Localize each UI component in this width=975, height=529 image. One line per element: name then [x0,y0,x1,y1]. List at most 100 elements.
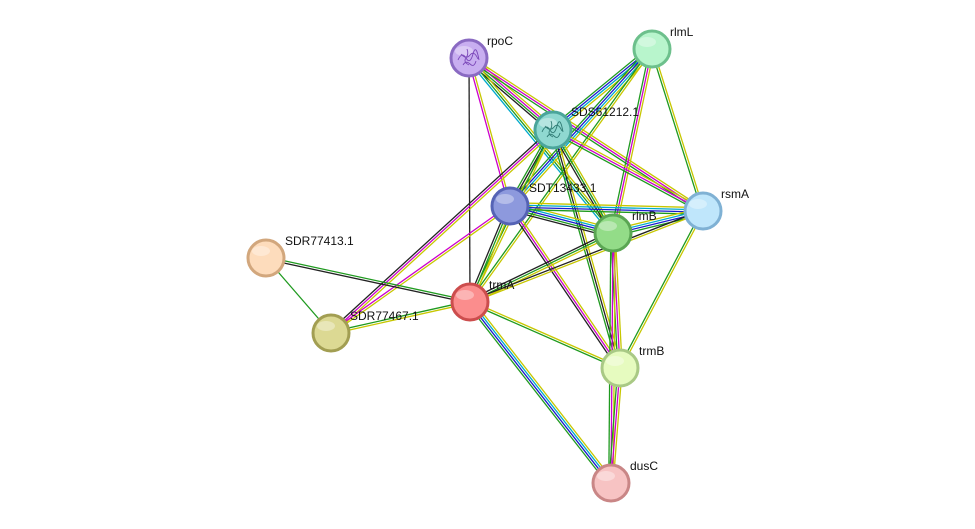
edge-line-neighborhood [618,210,703,368]
node-label: SDS61212.1 [571,105,639,119]
node-rlmB[interactable]: rlmB [593,209,657,253]
edge-line-coexpression [469,209,703,302]
node-SDS61212.1[interactable]: SDS61212.1 [533,105,639,150]
edge-line-coexpression [265,258,470,304]
node-label: rpoC [487,34,513,48]
node-highlight [455,46,473,56]
edge-SDS61212.1-rsmA[interactable] [551,127,705,214]
edge-rlmL-trmA[interactable] [468,47,654,304]
node-circle[interactable] [490,186,530,226]
purple-protein-structure-icon [457,48,480,66]
edge-trmA-dusC[interactable] [466,299,615,486]
edge-SDT13433.1-trmB[interactable] [507,204,623,370]
node-SDR77467.1[interactable]: SDR77467.1 [311,309,419,353]
edge-line-experiments [330,129,554,334]
edge-line-textmining [554,129,623,368]
edge-line-textmining [510,202,704,209]
edge-line-experiments [552,129,704,212]
node-label: SDT13433.1 [529,181,597,195]
node-dusC[interactable]: dusC [591,459,658,503]
node-circle[interactable] [600,348,640,388]
node-circle[interactable] [449,38,489,78]
edge-SDT13433.1-rsmA[interactable] [509,202,704,215]
edge-rlmB-trmA[interactable] [468,230,615,305]
node-label: SDR77467.1 [350,309,419,323]
edge-line-textmining [470,300,621,368]
edge-line-textmining [614,49,655,234]
node-label: trmA [489,278,514,292]
edge-line-databases [510,49,654,208]
node-highlight [689,199,707,209]
node-label: rlmL [670,25,694,39]
node-highlight [606,356,624,366]
edge-line-textmining [554,51,655,134]
edge-line-neighborhood [466,303,609,486]
edge-line-neighborhood [610,48,651,233]
edge-line-neighborhood [509,208,703,215]
edge-rsmA-trmA[interactable] [469,209,704,304]
edge-line-neighborhood [552,129,614,234]
edge-line-experiments [467,58,510,207]
node-highlight [252,246,270,256]
edge-line-neighborhood [551,131,703,214]
edge-line-neighborhood [650,49,703,212]
edge-rpoC-trmA[interactable] [468,57,471,303]
edge-line-databases [510,204,704,211]
edge-line-cooccurrence [509,206,703,213]
edge-line-textmining [331,206,512,335]
node-circle[interactable] [311,313,351,353]
edge-line-experiments [612,232,621,369]
edge-SDS61212.1-SDR77467.1[interactable] [329,127,555,336]
node-circle[interactable] [533,110,573,150]
edge-rlmL-rlmB[interactable] [610,48,655,234]
edge-trmA-trmB[interactable] [469,300,621,370]
edge-line-neighborhood [468,47,652,302]
edge-line-textmining [470,211,704,304]
edge-line-cooccurrence [468,302,611,485]
edge-line-neighborhood [330,300,470,333]
node-highlight [496,194,514,204]
node-circle[interactable] [632,29,672,69]
node-rpoC[interactable]: rpoC [449,34,513,78]
node-rsmA[interactable]: rsmA [683,187,749,231]
edge-line-cooccurrence [551,47,652,130]
node-highlight [638,37,656,47]
edge-line-textmining [554,128,616,233]
edge-line-experiments [329,204,510,333]
edge-trmA-SDR77413.1[interactable] [265,256,471,304]
node-circle[interactable] [683,191,723,231]
node-trmA[interactable]: trmA [450,278,514,322]
edge-line-experiments [468,57,704,212]
edge-line-textmining [614,232,623,368]
node-trmB[interactable]: trmB [600,344,664,388]
edge-line-neighborhood [469,302,620,370]
edge-line-textmining [472,299,615,482]
edge-line-textmining [553,127,705,210]
node-highlight [597,471,615,481]
edge-trmA-SDR77467.1[interactable] [330,300,471,335]
edge-line-textmining [511,204,623,368]
edge-rlmL-SDS61212.1[interactable] [550,45,655,134]
edge-rlmL-rsmA[interactable] [650,48,705,212]
edge-line-cooccurrence [508,47,652,206]
edge-rpoC-SDT13433.1[interactable] [467,57,512,207]
node-circle[interactable] [450,282,490,322]
node-circle[interactable] [593,213,633,253]
edge-line-coexpression [468,57,471,303]
node-SDT13433.1[interactable]: SDT13433.1 [490,181,597,226]
edge-line-coexpression [507,206,619,370]
node-circle[interactable] [246,238,286,278]
edge-line-textmining [620,211,705,369]
edge-SDT13433.1-SDR77467.1[interactable] [329,204,512,335]
node-label: SDR77413.1 [285,234,354,248]
node-highlight [317,321,335,331]
node-circle[interactable] [591,463,631,503]
edge-line-textmining [469,57,512,206]
edge-line-coexpression [552,129,621,369]
edge-rsmA-trmB[interactable] [618,210,705,369]
edge-line-neighborhood [550,45,651,128]
node-SDR77413.1[interactable]: SDR77413.1 [246,234,354,278]
node-label: rsmA [721,187,749,201]
node-rlmL[interactable]: rlmL [632,25,694,69]
